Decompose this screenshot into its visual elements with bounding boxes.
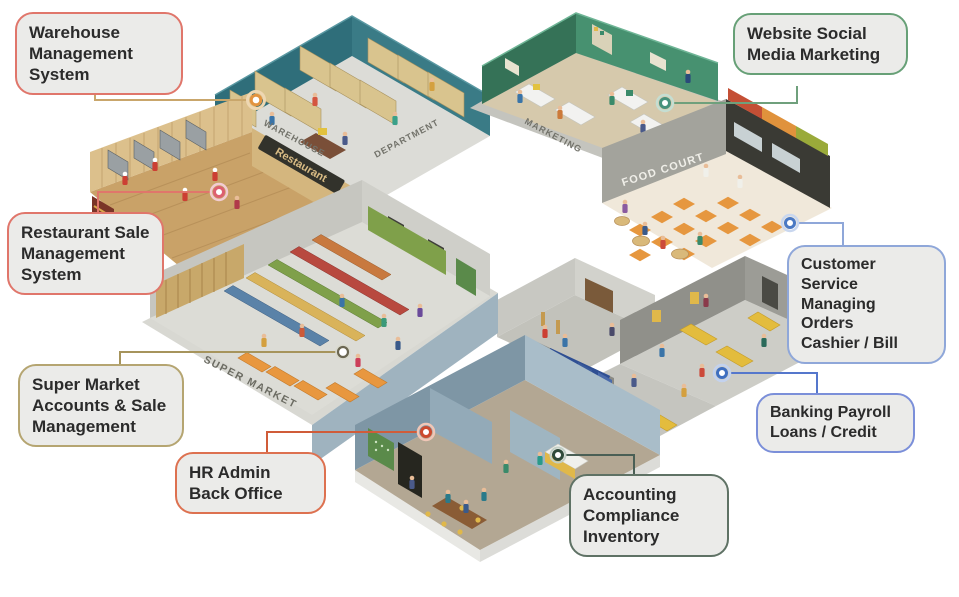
connector-hr <box>266 431 418 453</box>
callout-accounting-label: Accounting Compliance Inventory <box>583 485 680 547</box>
callout-warehouse-management: Warehouse Management System <box>15 12 183 96</box>
connector-restaurant <box>97 191 212 213</box>
callout-banking-label: Banking Payroll Loans / Credit <box>770 404 891 441</box>
callout-restaurant-label: Restaurant Sale Management System <box>21 223 150 285</box>
marker-supermarket <box>336 345 350 359</box>
marker-hr <box>420 426 432 438</box>
callout-customer-label: Customer Service Managing Orders Cashier… <box>801 256 898 353</box>
corridor-people <box>542 322 615 347</box>
callout-accounting-compliance: Accounting Compliance Inventory <box>569 474 729 558</box>
callout-supermarket-accounts: Super Market Accounts & Sale Management <box>18 364 184 448</box>
callout-website-marketing: Website Social Media Marketing <box>733 13 908 76</box>
food-court-people <box>622 163 743 249</box>
warehouse-people <box>269 77 435 145</box>
supermarket-people <box>261 293 423 367</box>
callout-restaurant-sale: Restaurant Sale Management System <box>7 212 164 296</box>
callout-hr-admin: HR Admin Back Office <box>175 452 326 515</box>
callout-banking-payroll: Banking Payroll Loans / Credit <box>756 393 915 453</box>
marker-customer <box>784 217 796 229</box>
warehouse-room: WAREHOUSE DEPARTMENT <box>214 15 491 215</box>
callout-supermarket-label: Super Market Accounts & Sale Management <box>32 375 167 437</box>
connector-accounting <box>566 454 635 475</box>
bank-people <box>631 293 767 397</box>
callout-hr-label: HR Admin Back Office <box>189 463 283 504</box>
marker-restaurant <box>213 186 225 198</box>
warehouse-desk <box>300 133 346 159</box>
callout-website-label: Website Social Media Marketing <box>747 24 881 65</box>
food-court-room: FOOD COURT <box>602 88 832 268</box>
connector-customer <box>798 222 844 246</box>
connector-markers <box>209 90 800 464</box>
supermarket-room: SUPER MARKET <box>142 180 498 465</box>
marker-banking <box>716 367 728 379</box>
callout-customer-service: Customer Service Managing Orders Cashier… <box>787 245 946 365</box>
hr-people <box>409 451 543 513</box>
connector-website <box>673 86 798 104</box>
marker-accounting <box>552 449 564 461</box>
callout-warehouse-label: Warehouse Management System <box>29 23 133 85</box>
connector-banking <box>730 372 818 394</box>
connector-supermarket <box>119 351 336 365</box>
marker-website <box>659 97 671 109</box>
marketing-people <box>517 69 691 133</box>
marker-warehouse <box>249 93 263 107</box>
